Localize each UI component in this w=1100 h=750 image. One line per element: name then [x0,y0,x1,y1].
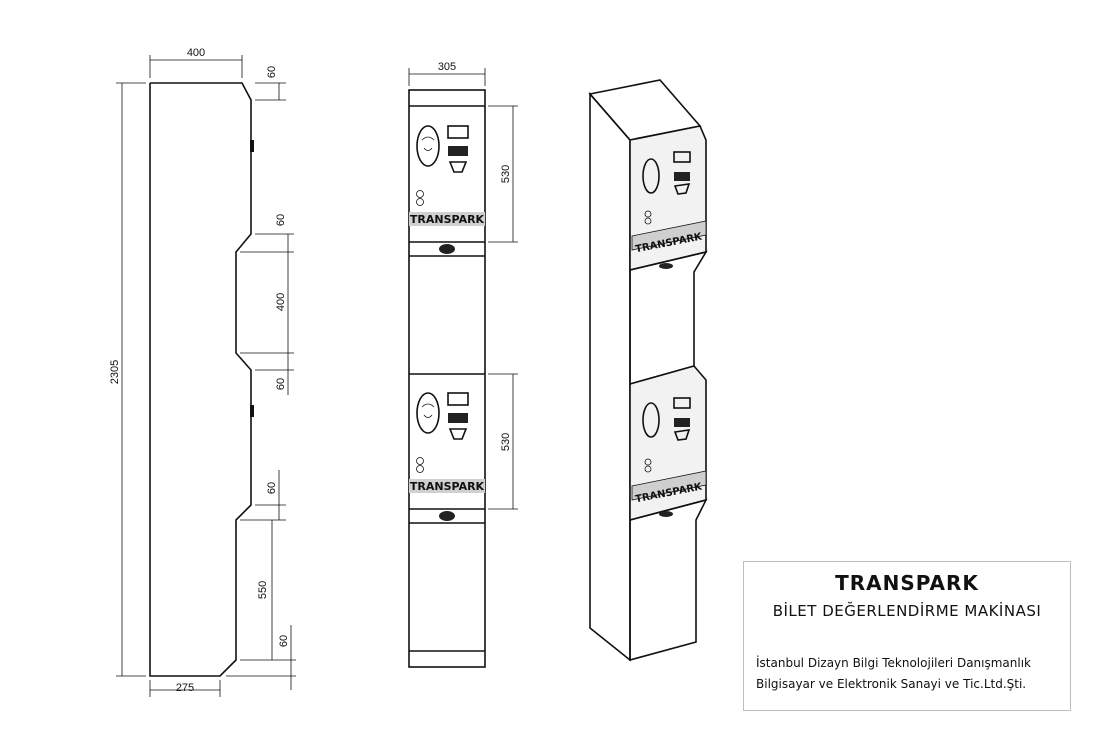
card-slot-icon [448,413,468,423]
dim-base-depth: 275 [176,682,194,694]
dim-mid-chamfer-bottom: 60 [275,378,287,390]
front-panel-upper: TRANSPARK [409,125,485,254]
dim-front-width: 305 [438,61,456,73]
dim-lower-chamfer-top: 60 [266,482,278,494]
dim-total-height: 2305 [109,360,121,384]
company-line-2: Bilgisayar ve Elektronik Sanayi ve Tic.L… [756,677,1027,691]
panel-brand-lower: TRANSPARK [410,480,485,493]
ticket-slot-icon [448,428,468,440]
panel-brand-upper: TRANSPARK [410,213,485,226]
dim-bottom-chamfer: 60 [278,635,290,647]
company-line-1: İstanbul Dizayn Bilgi Teknolojileri Danı… [756,656,1032,670]
dim-lower-section: 550 [257,581,269,599]
product-name: TRANSPARK [835,571,979,595]
front-panel-lower: TRANSPARK [409,392,485,521]
side-outline [149,82,252,677]
front-view: 305 530 530 TRANSPARK [408,61,518,668]
dim-panel-lower: 530 [500,433,512,451]
isometric-view: TRANSPARK TRANSPARK [588,79,708,662]
product-subtitle: BİLET DEĞERLENDİRME MAKİNASI [772,602,1042,620]
dim-top-chamfer: 60 [266,66,278,78]
ticket-slot-icon [448,161,468,173]
dim-side-width: 400 [187,47,205,59]
side-view: 400 2305 60 60 400 60 60 550 60 [109,47,296,697]
display-screen-icon [447,125,469,139]
dim-mid-chamfer-top: 60 [275,214,287,226]
display-screen-icon [447,392,469,406]
title-block: TRANSPARK BİLET DEĞERLENDİRME MAKİNASI İ… [743,561,1071,711]
front-outline [408,89,486,668]
dim-recess-height: 400 [275,293,287,311]
card-slot-icon [448,146,468,156]
dim-panel-upper: 530 [500,165,512,183]
